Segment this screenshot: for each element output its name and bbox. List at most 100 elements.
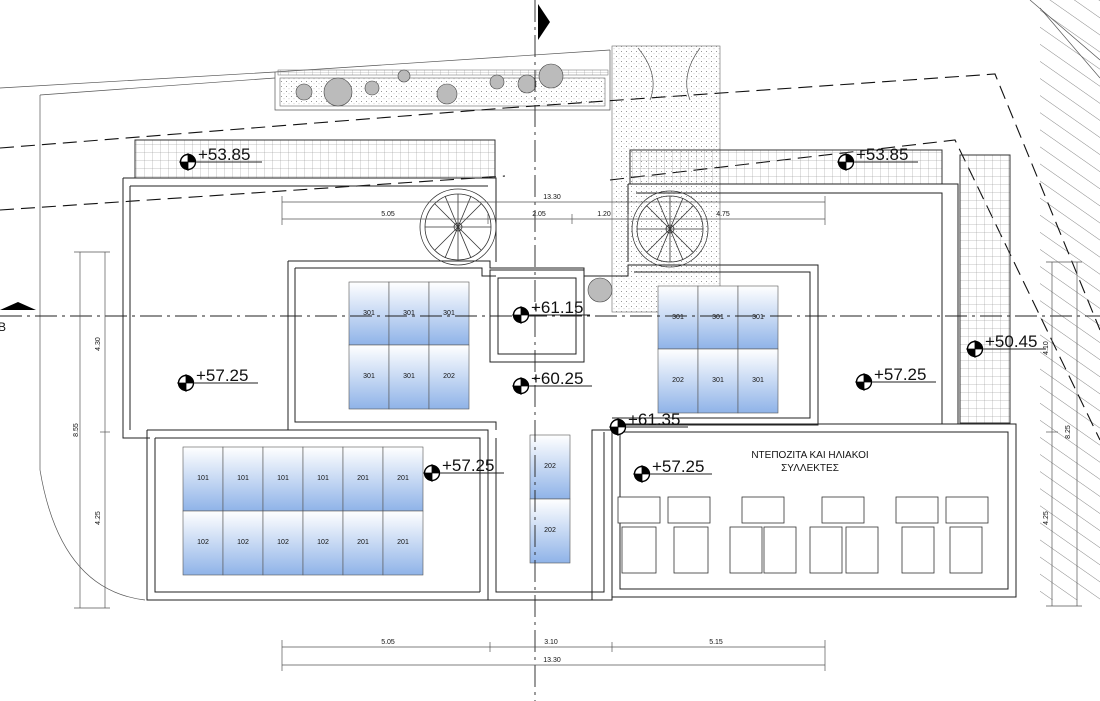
- level-marker: +57.25: [176, 366, 258, 393]
- pv-block-left: 101 101 101 101 201 201 102 102 102 102 …: [182, 446, 424, 576]
- panel-label: 202: [544, 527, 556, 534]
- pv-block-column: 202 202: [529, 434, 571, 564]
- panel-label: 301: [712, 377, 724, 384]
- pv-panel: 201: [342, 446, 384, 512]
- pv-panel: 301: [697, 348, 739, 414]
- level-marker: +57.25: [632, 457, 712, 484]
- dim-segment: 4.25: [1043, 511, 1050, 525]
- note-line-1: ΝΤΕΠΟΖΙΤΑ ΚΑΙ ΗΛΙΑΚΟΙ: [751, 450, 868, 461]
- pv-panel: 201: [382, 446, 424, 512]
- dim-total-right: 8.25: [1065, 425, 1072, 439]
- panel-label: 102: [197, 539, 209, 546]
- top-dimensions: 13.30 5.05 2.05 1.20 4.75: [281, 194, 826, 225]
- level-markers: +53.85 +53.85 +57.25 +60.25 +61.15 +57.2…: [176, 145, 1046, 484]
- level-value: +53.85: [856, 145, 908, 164]
- level-marker: +61.15: [511, 298, 590, 325]
- panel-label: 102: [277, 539, 289, 546]
- level-marker: +61.35: [608, 410, 688, 437]
- dim-total-top: 13.30: [543, 194, 561, 201]
- tanks-collectors-note: ΝΤΕΠΟΖΙΤΑ ΚΑΙ ΗΛΙΑΚΟΙ ΣΥΛΛΕΚΤΕΣ: [751, 450, 868, 474]
- level-marker: +50.45: [965, 332, 1046, 359]
- pv-panel: 101: [182, 446, 224, 512]
- pv-panel: 201: [342, 510, 384, 576]
- solar-water-heaters: [617, 496, 989, 574]
- panel-label: 102: [237, 539, 249, 546]
- level-marker: +57.25: [422, 456, 504, 483]
- pv-panel: 202: [529, 498, 571, 564]
- pv-panel: 301: [697, 285, 739, 350]
- dim-segment: 5.05: [381, 211, 395, 218]
- panel-label: 101: [197, 475, 209, 482]
- level-value: +50.45: [985, 332, 1037, 351]
- note-line-2: ΣΥΛΛΕΚΤΕΣ: [781, 463, 839, 474]
- dim-segment: 5.05: [381, 639, 395, 646]
- level-marker: +57.25: [854, 365, 936, 392]
- panel-label: 301: [403, 373, 415, 380]
- panel-label: 301: [403, 310, 415, 317]
- panel-label: 202: [672, 377, 684, 384]
- dim-total-left: 8.55: [73, 423, 80, 437]
- panel-label: 202: [544, 463, 556, 470]
- pv-panel: 301: [737, 348, 779, 414]
- pv-panel: 101: [302, 446, 344, 512]
- panel-label: 301: [363, 310, 375, 317]
- pv-panel: 202: [529, 434, 571, 500]
- dim-segment: 4.75: [716, 211, 730, 218]
- level-value: +61.35: [628, 410, 680, 429]
- dim-segment: 4.25: [95, 511, 102, 525]
- level-marker: +53.85: [178, 145, 262, 172]
- pv-block-right: 301 301 301 202 301 301: [657, 285, 779, 414]
- panel-label: 101: [277, 475, 289, 482]
- panel-label: 201: [397, 475, 409, 482]
- landscape-shrubs: [295, 63, 613, 303]
- panel-label: 201: [357, 475, 369, 482]
- dim-segment: 5.15: [709, 639, 723, 646]
- dim-segment: 4.30: [95, 337, 102, 351]
- pv-panel: 301: [388, 344, 430, 410]
- pv-panel: 301: [657, 285, 699, 350]
- pv-panel: 102: [182, 510, 224, 576]
- dim-segment: 3.10: [544, 639, 558, 646]
- panel-label: 301: [672, 314, 684, 321]
- right-dimensions: 4.10 4.25 8.25: [1043, 261, 1082, 607]
- pv-panel: 202: [428, 344, 470, 410]
- pv-panel: 102: [222, 510, 264, 576]
- level-value: +60.25: [531, 369, 583, 388]
- dim-total-bottom: 13.30: [543, 657, 561, 664]
- panel-label: 201: [397, 539, 409, 546]
- tiled-terraces: [134, 139, 1011, 424]
- section-label: B: [0, 320, 6, 334]
- level-marker: +53.85: [836, 145, 918, 172]
- pv-panel: 201: [382, 510, 424, 576]
- panel-label: 301: [752, 377, 764, 384]
- pv-panel: 101: [222, 446, 264, 512]
- dim-segment: 4.10: [1043, 341, 1050, 355]
- pv-panel: 101: [262, 446, 304, 512]
- dim-segment: 2.05: [532, 211, 546, 218]
- bottom-dimensions: 5.05 3.10 5.15 13.30: [281, 639, 826, 671]
- level-value: +53.85: [198, 145, 250, 164]
- spiral-stair-left: [419, 188, 497, 266]
- level-marker: +60.25: [511, 369, 592, 396]
- pv-panel: 301: [388, 281, 430, 346]
- panel-label: 301: [712, 314, 724, 321]
- pv-panel: 202: [657, 348, 699, 414]
- pv-panel: 301: [737, 285, 779, 350]
- panel-label: 301: [752, 314, 764, 321]
- building-outlines: [122, 177, 1017, 601]
- level-value: +57.25: [196, 366, 248, 385]
- level-value: +57.25: [874, 365, 926, 384]
- level-value: +61.15: [531, 298, 583, 317]
- panel-label: 202: [443, 373, 455, 380]
- left-dimensions: 8.55 4.30 4.25: [73, 251, 110, 609]
- dim-segment: 1.20: [597, 211, 611, 218]
- pv-panel: 102: [302, 510, 344, 576]
- pv-block-center: 301 301 301 301 301 202: [348, 281, 470, 410]
- pv-panel: 301: [348, 281, 390, 346]
- panel-label: 101: [237, 475, 249, 482]
- panel-label: 101: [317, 475, 329, 482]
- panel-label: 301: [363, 373, 375, 380]
- level-value: +57.25: [652, 457, 704, 476]
